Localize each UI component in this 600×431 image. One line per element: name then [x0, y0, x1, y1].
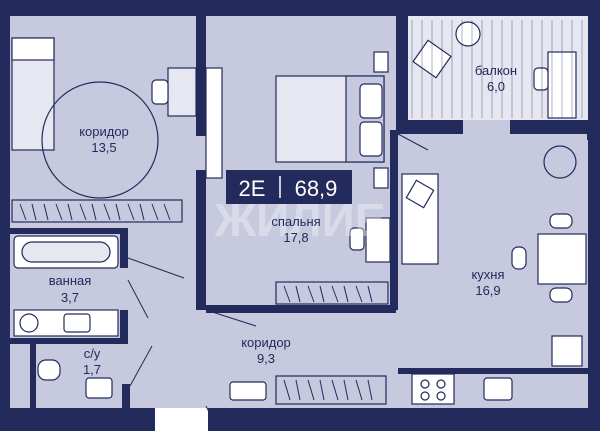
round-rug	[41, 81, 159, 199]
fridge	[551, 335, 583, 367]
plant	[543, 145, 577, 179]
apartment-type: 2Е	[239, 176, 266, 201]
bedroom-chair	[349, 227, 365, 251]
corridor-bottom-furniture	[229, 375, 387, 405]
stove	[411, 373, 455, 405]
toilet	[37, 359, 61, 381]
room-area-kitchen: 16,9	[475, 283, 500, 298]
nightstand	[373, 167, 389, 189]
room-area-corridor-top: 13,5	[91, 140, 116, 155]
corridor-top-furniture	[11, 37, 197, 223]
dining-chair	[549, 213, 573, 229]
kitchen-furniture	[401, 145, 587, 405]
dining-table	[537, 233, 587, 285]
bathroom-fixtures	[13, 235, 119, 399]
washing-machine-drum	[19, 313, 39, 333]
room-name-wc: с/у	[84, 346, 101, 361]
balcony-chair	[533, 67, 549, 91]
sink	[63, 313, 91, 333]
bedroom-desk	[365, 217, 391, 263]
room-area-wc: 1,7	[83, 362, 101, 377]
balcony-stripes	[411, 20, 583, 118]
room-area-balcony: 6,0	[487, 79, 505, 94]
room-name-kitchen: кухня	[471, 267, 504, 282]
wardrobe-hangers-1	[19, 203, 171, 221]
pillow	[359, 121, 383, 157]
dining-chair	[549, 287, 573, 303]
dining-chair	[511, 246, 527, 270]
wardrobe	[11, 199, 183, 223]
wardrobe-hangers-3	[283, 379, 373, 401]
bedroom-wardrobe	[275, 281, 389, 305]
room-area-corridor-bottom: 9,3	[257, 351, 275, 366]
room-name-corridor-top: коридор	[79, 124, 129, 139]
bedroom-furniture	[205, 51, 391, 305]
room-name-corridor-bottom: коридор	[241, 335, 291, 350]
wc-sink	[85, 377, 113, 399]
apartment-badge: 2Е 68,9	[226, 170, 352, 204]
chair	[151, 79, 169, 105]
wardrobe-hangers-2	[283, 285, 373, 303]
door-swings	[127, 133, 429, 415]
shoe-rack	[229, 381, 267, 401]
room-name-bedroom: спальня	[271, 214, 320, 229]
nightstand	[373, 51, 389, 73]
balcony-table	[455, 21, 481, 47]
hall-wardrobe	[275, 375, 387, 405]
pillow	[359, 83, 383, 119]
apartment-total-area: 68,9	[295, 176, 338, 201]
tv-stand	[205, 67, 223, 179]
room-area-bedroom: 17,8	[283, 230, 308, 245]
desk	[167, 67, 197, 117]
room-labels: коридор 13,5 спальня 17,8 балкон 6,0 кух…	[49, 63, 517, 377]
room-name-bathroom: ванная	[49, 273, 92, 288]
kitchen-sink	[483, 377, 513, 401]
room-area-bathroom: 3,7	[61, 290, 79, 305]
room-name-balcony: балкон	[475, 63, 517, 78]
